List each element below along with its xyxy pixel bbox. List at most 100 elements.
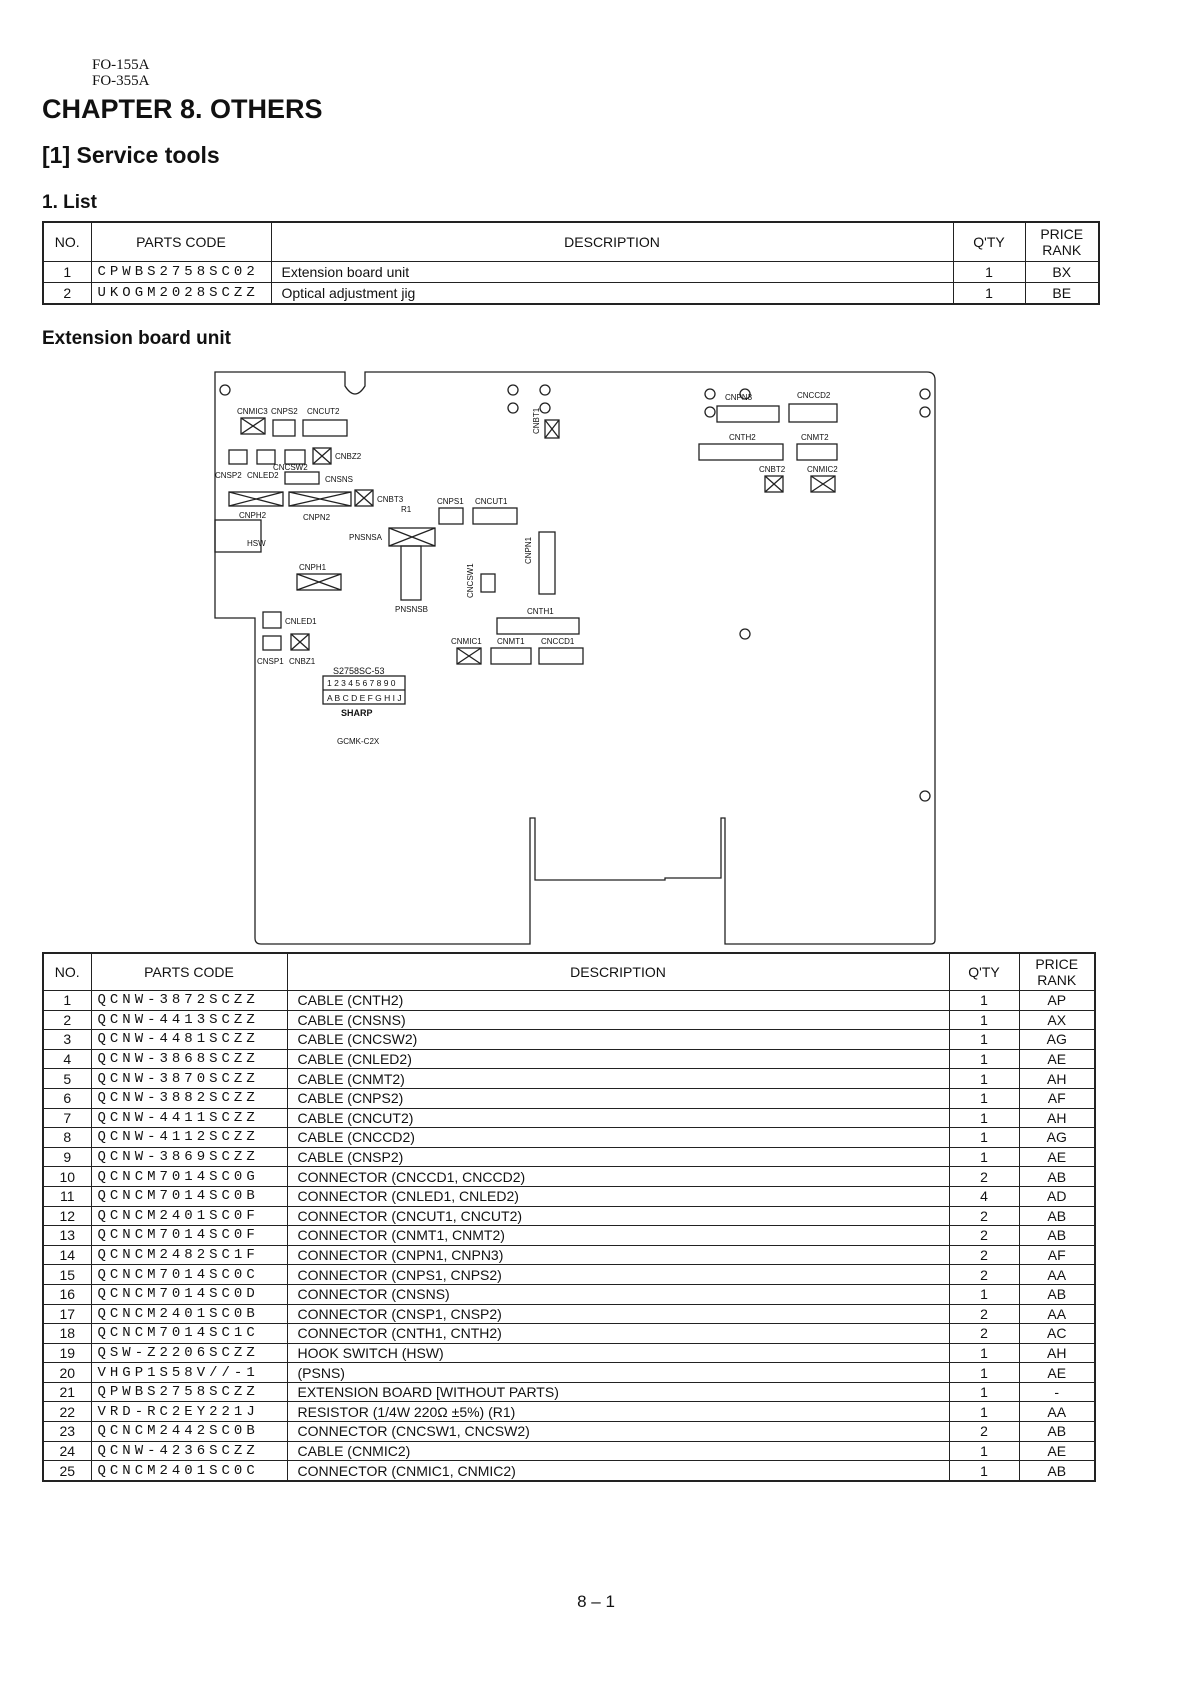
parts-code: QCNW-4112SCZZ [90, 1127, 288, 1148]
description: CONNECTOR (CNSNS) [286, 1283, 950, 1305]
quantity: 1 [948, 1009, 1020, 1031]
connector-cnmt1 [490, 647, 532, 665]
quantity: 1 [952, 261, 1026, 283]
price-rank: AE [1018, 1362, 1096, 1383]
label-grid-numbers: 1 2 3 4 5 6 7 8 9 0 [327, 678, 396, 688]
parts-code: QCNCM7014SC0C [90, 1264, 288, 1285]
parts-code: QCNW-3868SCZZ [90, 1048, 288, 1070]
connector-cnth1 [496, 617, 580, 635]
label-cnsp1: CNSP1 [257, 657, 284, 666]
description: CONNECTOR (CNMIC1, CNMIC2) [286, 1460, 950, 1482]
row-number: 2 [42, 282, 92, 305]
description: CABLE (CNSNS) [286, 1009, 950, 1031]
connector-cnsp1 [262, 635, 282, 651]
price-rank: AA [1018, 1401, 1096, 1423]
price-rank: AC [1018, 1323, 1096, 1344]
price-rank: AA [1018, 1303, 1096, 1325]
row-number: 7 [42, 1107, 92, 1129]
label-cnpn3: CNPN3 [725, 393, 753, 402]
label-brand: SHARP [341, 708, 373, 718]
label-cnsns: CNSNS [325, 475, 353, 484]
quantity: 1 [948, 990, 1020, 1011]
parts-code: QCNW-4413SCZZ [90, 1009, 288, 1031]
header-rank: RANK [1037, 972, 1077, 988]
description: CONNECTOR (CNPN1, CNPN3) [286, 1244, 950, 1266]
row-number: 4 [42, 1048, 92, 1070]
description: EXTENSION BOARD [WITHOUT PARTS) [286, 1381, 950, 1403]
price-rank: AB [1018, 1421, 1096, 1442]
connector-cnpn1 [538, 531, 556, 595]
price-rank: AB [1018, 1205, 1096, 1227]
row-number: 1 [42, 261, 92, 283]
label-grid-letters: A B C D E F G H I J [327, 693, 402, 703]
quantity: 1 [948, 1029, 1020, 1050]
description: CONNECTOR (CNTH1, CNTH2) [286, 1323, 950, 1344]
mount-hole [919, 790, 931, 802]
parts-code: QCNW-3870SCZZ [90, 1068, 288, 1089]
header-price: PRICE [1040, 226, 1084, 242]
price-rank: AH [1018, 1068, 1096, 1089]
price-rank: AG [1018, 1029, 1096, 1050]
header-no: NO. [42, 221, 92, 262]
extension-board-diagram: CNMIC3 CNPS2 CNCUT2 CNBZ2 CNSP2 CNLED2 C… [214, 371, 936, 945]
header-price: PRICE [1035, 956, 1079, 972]
label-cnmt1: CNMT1 [497, 637, 525, 646]
board-heading: Extension board unit [42, 328, 231, 349]
hook-switch-hsw [214, 519, 262, 553]
label-cnbz1: CNBZ1 [289, 657, 316, 666]
connector-cnsp2 [228, 449, 248, 465]
price-rank: - [1018, 1381, 1096, 1403]
parts-code: QCNW-3872SCZZ [90, 990, 288, 1011]
label-cncut1: CNCUT1 [475, 497, 508, 506]
label-cncsw1: CNCSW1 [466, 563, 475, 598]
quantity: 1 [948, 1342, 1020, 1364]
row-number: 11 [42, 1185, 92, 1207]
description: CONNECTOR (CNSP1, CNSP2) [286, 1303, 950, 1325]
mount-hole [507, 402, 519, 414]
parts-code: QCNCM2401SC0B [90, 1303, 288, 1325]
connector-cnph2 [228, 491, 284, 507]
label-board-code: S2758SC-53 [333, 666, 385, 676]
mount-hole [507, 384, 519, 396]
label-hsw: HSW [247, 539, 266, 548]
label-cncut2: CNCUT2 [307, 407, 340, 416]
board-outline [214, 371, 936, 945]
quantity: 2 [948, 1166, 1020, 1187]
sensor-pnsnsb [400, 545, 422, 601]
row-number: 25 [42, 1460, 92, 1482]
description: CONNECTOR (CNMT1, CNMT2) [286, 1225, 950, 1246]
row-number: 17 [42, 1303, 92, 1325]
connector-cnpn3 [716, 405, 780, 423]
parts-code: UKOGM2028SCZZ [90, 282, 272, 305]
connector-cncsw2 [284, 449, 306, 465]
label-cnbt3: CNBT3 [377, 495, 404, 504]
label-cnmic1: CNMIC1 [451, 637, 482, 646]
parts-code: QCNCM7014SC0G [90, 1166, 288, 1187]
connector-cnled1 [262, 611, 282, 629]
row-number: 20 [42, 1362, 92, 1383]
parts-code: QSW-Z2206SCZZ [90, 1342, 288, 1364]
connector-cnbz2 [312, 447, 332, 465]
description: HOOK SWITCH (HSW) [286, 1342, 950, 1364]
mount-hole [739, 628, 751, 640]
row-number: 16 [42, 1283, 92, 1305]
parts-code: QCNCM7014SC0B [90, 1185, 288, 1207]
parts-code: QCNCM7014SC0F [90, 1225, 288, 1246]
description: CONNECTOR (CNCCD1, CNCCD2) [286, 1166, 950, 1187]
price-rank: AH [1018, 1107, 1096, 1129]
parts-code: VRD-RC2EY221J [90, 1401, 288, 1423]
parts-code: QCNW-3869SCZZ [90, 1146, 288, 1168]
quantity: 1 [948, 1362, 1020, 1383]
description: CONNECTOR (CNCUT1, CNCUT2) [286, 1205, 950, 1227]
